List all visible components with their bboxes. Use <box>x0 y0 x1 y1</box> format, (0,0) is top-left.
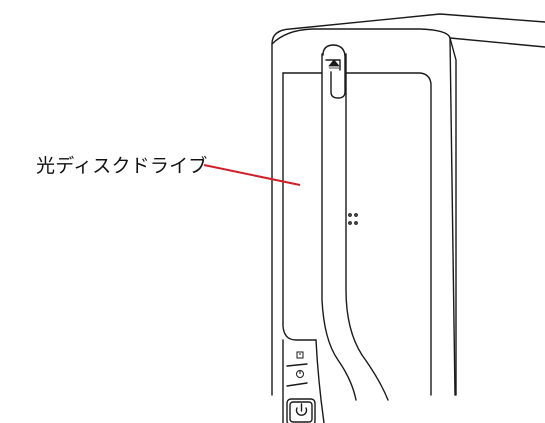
power-button-outline <box>286 398 316 423</box>
led-line-lower <box>286 382 308 387</box>
callout-leader-line <box>203 164 301 186</box>
power-symbol-arc <box>295 407 308 416</box>
optical-drive-label: 光ディスクドライブ <box>36 155 208 177</box>
optical-drive-bay <box>282 72 432 396</box>
hdd-activity-icon <box>296 351 304 359</box>
vent-dot <box>354 221 358 225</box>
eject-icon <box>328 59 340 69</box>
tower-top-outline <box>271 13 545 45</box>
vent-dot <box>348 213 352 217</box>
eject-handle-outline <box>322 44 346 99</box>
vent-dot <box>348 221 352 225</box>
case-side-edge <box>449 37 457 396</box>
power-button-inner <box>289 401 313 423</box>
drive-groove-right <box>345 53 389 401</box>
lower-panel-right <box>315 339 325 423</box>
front-panel-outline <box>271 28 456 396</box>
tower-top-back-edge <box>449 37 545 48</box>
power-indicator-icon <box>296 370 304 378</box>
vent-dot <box>354 213 358 217</box>
drive-groove-left <box>321 53 357 401</box>
eject-handle-inner <box>325 59 341 71</box>
led-line-upper <box>286 363 308 367</box>
